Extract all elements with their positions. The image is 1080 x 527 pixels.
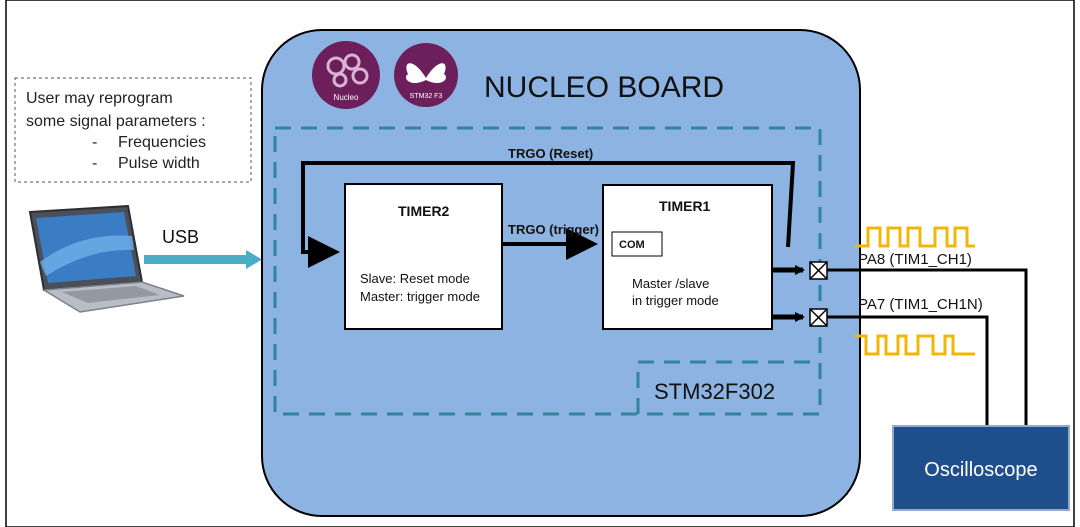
com-label: COM — [619, 239, 645, 251]
note-line-1: User may reprogram — [26, 90, 173, 107]
nucleo-board — [261, 29, 861, 517]
outer-border — [5, 0, 1075, 527]
note-line-2: some signal parameters : — [26, 113, 206, 130]
board-title: NUCLEO BOARD — [484, 71, 724, 104]
pa8-label: PA8 (TIM1_CH1) — [858, 251, 972, 268]
usb-label: USB — [162, 227, 199, 247]
nucleo-logo-text: Nucleo — [334, 93, 359, 102]
mcu-label: STM32F302 — [654, 379, 775, 404]
pa7-waveform — [855, 334, 975, 356]
trgo-trigger-label: TRGO (trigger) — [508, 222, 599, 237]
laptop-icon — [28, 204, 185, 313]
timer1-title: TIMER1 — [659, 198, 711, 214]
oscilloscope-box: Oscilloscope — [892, 425, 1070, 511]
pin-pa8 — [809, 261, 828, 280]
stm32-logo-text: STM32 F3 — [410, 93, 443, 100]
timer1-line-2: in trigger mode — [632, 293, 719, 308]
timer2-title: TIMER2 — [398, 203, 450, 219]
nucleo-logo: Nucleo — [312, 41, 380, 109]
note-bullet-dash-1: - — [92, 134, 97, 151]
pa7-wire — [827, 315, 989, 428]
timer1-line-1: Master /slave — [632, 276, 709, 291]
timer1-block: TIMER1 COM Master /slave in trigger mode — [602, 184, 773, 330]
note-bullet-dash-2: - — [92, 155, 97, 172]
stm32-f3-logo: STM32 F3 — [394, 43, 458, 107]
timer2-line-1: Slave: Reset mode — [360, 271, 470, 286]
usb-arrow — [144, 250, 262, 269]
pa8-wire — [827, 268, 1028, 428]
note-bullet-2: Pulse width — [118, 155, 200, 172]
com-box — [611, 231, 663, 257]
pa8-waveform — [855, 226, 975, 248]
timer2-line-2: Master: trigger mode — [360, 289, 480, 304]
oscilloscope-label: Oscilloscope — [924, 459, 1037, 481]
trgo-reset-line — [301, 161, 796, 268]
note-bullet-1: Frequencies — [118, 134, 206, 151]
note-box: User may reprogram some signal parameter… — [14, 77, 252, 183]
pa7-label: PA7 (TIM1_CH1N) — [858, 296, 983, 313]
trgo-reset-label: TRGO (Reset) — [508, 146, 593, 161]
pin-pa7 — [809, 308, 828, 327]
timer2-block: TIMER2 Slave: Reset mode Master: trigger… — [344, 183, 503, 330]
